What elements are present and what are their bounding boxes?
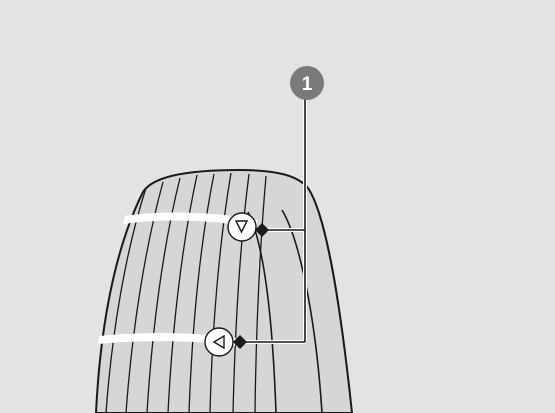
- callout-badge: 1: [290, 66, 324, 100]
- callout-number: 1: [302, 74, 313, 95]
- pointer-diamond-icon: [233, 335, 247, 349]
- tread-wear-indicator-triangle-icon: [227, 212, 257, 242]
- tire-body: [94, 168, 354, 413]
- tread-grooves: [105, 172, 267, 413]
- callout-leader-lines-core: [240, 99, 306, 343]
- pointer-diamond-icon: [255, 223, 269, 237]
- tread-wear-indicator-triangle-icon: [204, 327, 234, 357]
- upper-wear-band: [123, 212, 258, 228]
- lower-wear-band: [98, 333, 236, 346]
- wear-indicator-bands: [98, 212, 258, 346]
